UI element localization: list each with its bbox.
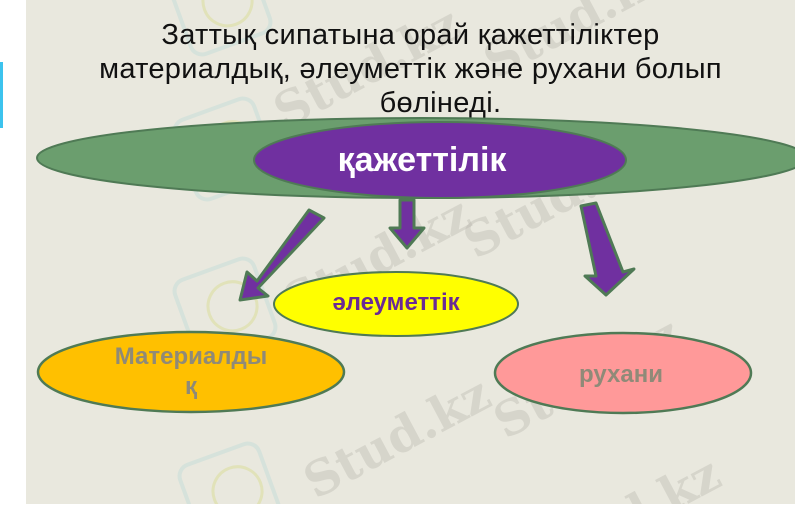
root-node-label: қажеттілік xyxy=(337,141,507,179)
diagram-canvas xyxy=(36,117,795,415)
arrow-center-icon xyxy=(388,198,426,250)
slide: Stud.kz Stud.kz Stud.kz Stud.kz Stud.kz … xyxy=(26,0,795,504)
node-material-label-line1: Материалды xyxy=(114,343,268,370)
title-line-3: бөлінеді. xyxy=(379,87,502,119)
title-line-2: материалдық, әлеуметтік және рухани болы… xyxy=(99,53,722,85)
title-line-1: Заттық сипатына орай қажеттіліктер xyxy=(161,19,660,51)
node-material-label: Материалды қ xyxy=(86,342,296,402)
node-material-ellipse xyxy=(36,330,346,414)
root-node-ellipse xyxy=(253,121,627,199)
node-social-ellipse xyxy=(273,271,519,337)
node-spiritual-ellipse xyxy=(493,331,753,415)
arrow-left-icon xyxy=(238,208,326,302)
left-accent-bar xyxy=(0,62,3,128)
slide-title: Заттық сипатына орай қажеттіліктер матер… xyxy=(26,18,795,120)
node-material-label-line2: қ xyxy=(184,373,197,400)
node-spiritual-label: рухани xyxy=(579,361,663,388)
arrow-right-icon xyxy=(579,201,636,297)
node-social-label: әлеуметтік xyxy=(332,289,460,316)
